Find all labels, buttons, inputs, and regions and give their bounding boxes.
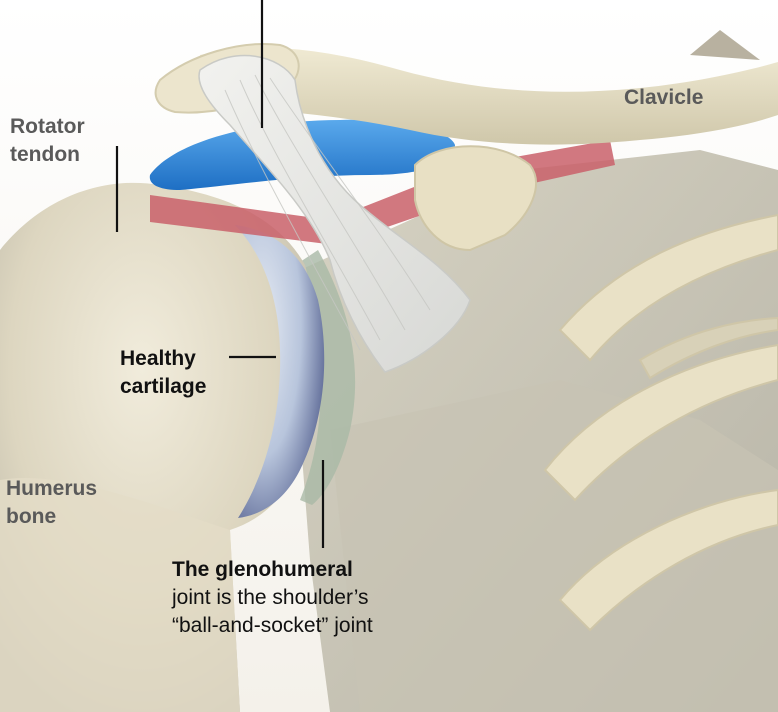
label-humerus-line1: Humerus <box>6 475 97 503</box>
label-clavicle: Clavicle <box>624 84 703 112</box>
label-gleno-line3: “ball-and-socket” joint <box>172 612 373 640</box>
label-rotator-line2: tendon <box>10 141 85 169</box>
label-gleno-line2: joint is the shoulder’s <box>172 584 373 612</box>
label-cartilage-line1: Healthy <box>120 345 206 373</box>
label-rotator-tendon: Rotator tendon <box>10 113 85 169</box>
label-glenohumeral-joint: The glenohumeral joint is the shoulder’s… <box>172 556 373 640</box>
label-healthy-cartilage: Healthy cartilage <box>120 345 206 401</box>
label-clavicle-text: Clavicle <box>624 84 703 112</box>
label-rotator-line1: Rotator <box>10 113 85 141</box>
label-gleno-bold: The glenohumeral <box>172 556 373 584</box>
label-humerus-bone: Humerus bone <box>6 475 97 531</box>
label-humerus-line2: bone <box>6 503 97 531</box>
label-cartilage-line2: cartilage <box>120 373 206 401</box>
